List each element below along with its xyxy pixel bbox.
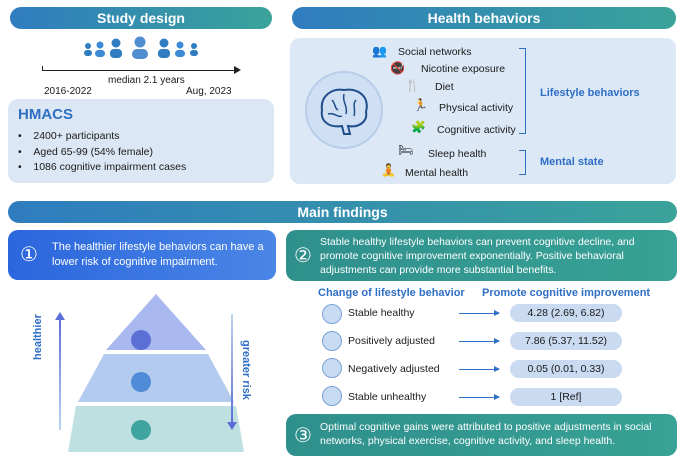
timeline-arrowhead [234, 66, 241, 74]
change-label: Positively adjusted [348, 335, 435, 347]
hmacs-panel: HMACS • 2400+ participants • Aged 65-99 … [8, 99, 274, 183]
finding-2-text: Stable healthy lifestyle behaviors can p… [320, 236, 635, 276]
risk-pyramid [66, 292, 246, 452]
people-icons [80, 36, 210, 60]
col-header-promote: Promote cognitive improvement [482, 287, 651, 299]
start-date: 2016-2022 [44, 86, 92, 97]
bracket-bottom [519, 174, 525, 175]
change-label: Stable healthy [348, 307, 415, 319]
finding-2-box: ② Stable healthy lifestyle behaviors can… [286, 230, 677, 281]
cohort-bullets: • 2400+ participants • Aged 65-99 (54% f… [18, 129, 186, 176]
timeline-line [42, 70, 238, 71]
bracket-top [519, 48, 525, 49]
bullet-item: • 1086 cognitive impairment cases [18, 161, 187, 173]
end-date: Aug, 2023 [186, 86, 232, 97]
change-label: Negatively adjusted [348, 363, 440, 375]
mental-label: Mental state [540, 156, 604, 168]
sad-face-icon [131, 420, 151, 440]
finding-2-number: ② [294, 245, 312, 267]
no-smoking-icon: 🚭 [390, 61, 405, 75]
mental-bracket [525, 150, 526, 175]
effect-value: 4.28 (2.69, 6.82) [510, 304, 622, 322]
stable-unhealthy-icon [322, 386, 342, 406]
diet-icon: 🍴 [405, 78, 420, 92]
row-arrow [459, 394, 500, 400]
lifestyle-bracket [525, 48, 526, 134]
healthier-arrow [59, 318, 61, 430]
lifestyle-label: Lifestyle behaviors [540, 87, 640, 99]
bracket-bottom [519, 133, 525, 134]
puzzle-icon: 🧩 [411, 120, 426, 134]
bracket-top [519, 150, 525, 151]
social-network-icon: 👥 [372, 44, 387, 58]
bed-icon: 🛏 [398, 143, 414, 157]
health-behaviors-title: Health behaviors [292, 7, 676, 29]
meditation-icon: 🧘 [381, 163, 396, 177]
greater-risk-arrowhead [227, 422, 237, 430]
finding-3-text: Optimal cognitive gains were attributed … [320, 421, 652, 447]
lifestyle-item: Nicotine exposure [421, 63, 506, 75]
lifestyle-item: Diet [435, 81, 454, 93]
col-header-change: Change of lifestyle behavior [318, 287, 465, 299]
mental-item: Mental health [405, 167, 469, 179]
healthier-label: healthier [32, 314, 44, 360]
mental-item: Sleep health [428, 148, 487, 160]
main-findings-title: Main findings [8, 201, 677, 223]
lifestyle-item: Physical activity [439, 102, 514, 114]
healthier-arrowhead [55, 312, 65, 320]
stable-healthy-icon [322, 304, 342, 324]
positively-adjusted-icon [322, 331, 342, 351]
finding-1-box: ① The healthier lifestyle behaviors can … [8, 230, 276, 280]
bullet-item: • Aged 65-99 (54% female) [18, 145, 154, 158]
row-arrow [459, 338, 500, 344]
running-icon: 🏃 [413, 98, 428, 112]
lifestyle-item: Social networks [398, 46, 472, 58]
timeline-tick [42, 66, 43, 71]
bullet-item: • 2400+ participants [18, 130, 120, 142]
row-arrow [459, 366, 500, 372]
row-arrow [459, 310, 500, 316]
lifestyle-item: Cognitive activity [437, 124, 516, 136]
median-label: median 2.1 years [108, 75, 185, 86]
negatively-adjusted-icon [322, 358, 342, 378]
cohort-name: HMACS [18, 106, 73, 123]
greater-risk-arrow [231, 314, 233, 422]
finding-1-text: The healthier lifestyle behaviors can ha… [52, 241, 264, 268]
change-label: Stable unhealthy [348, 391, 427, 403]
finding-3-box: ③ Optimal cognitive gains were attribute… [286, 414, 677, 456]
neutral-face-icon [131, 372, 151, 392]
effect-value: 0.05 (0.01, 0.33) [510, 360, 622, 378]
effect-value: 1 [Ref] [510, 388, 622, 406]
happy-face-icon [131, 330, 151, 350]
brain-icon [298, 70, 390, 150]
effect-value: 7.86 (5.37, 11.52) [510, 332, 622, 350]
finding-3-number: ③ [294, 425, 312, 447]
greater-risk-label: greater risk [240, 340, 252, 400]
finding-1-number: ① [20, 244, 38, 266]
study-design-title: Study design [10, 7, 272, 29]
